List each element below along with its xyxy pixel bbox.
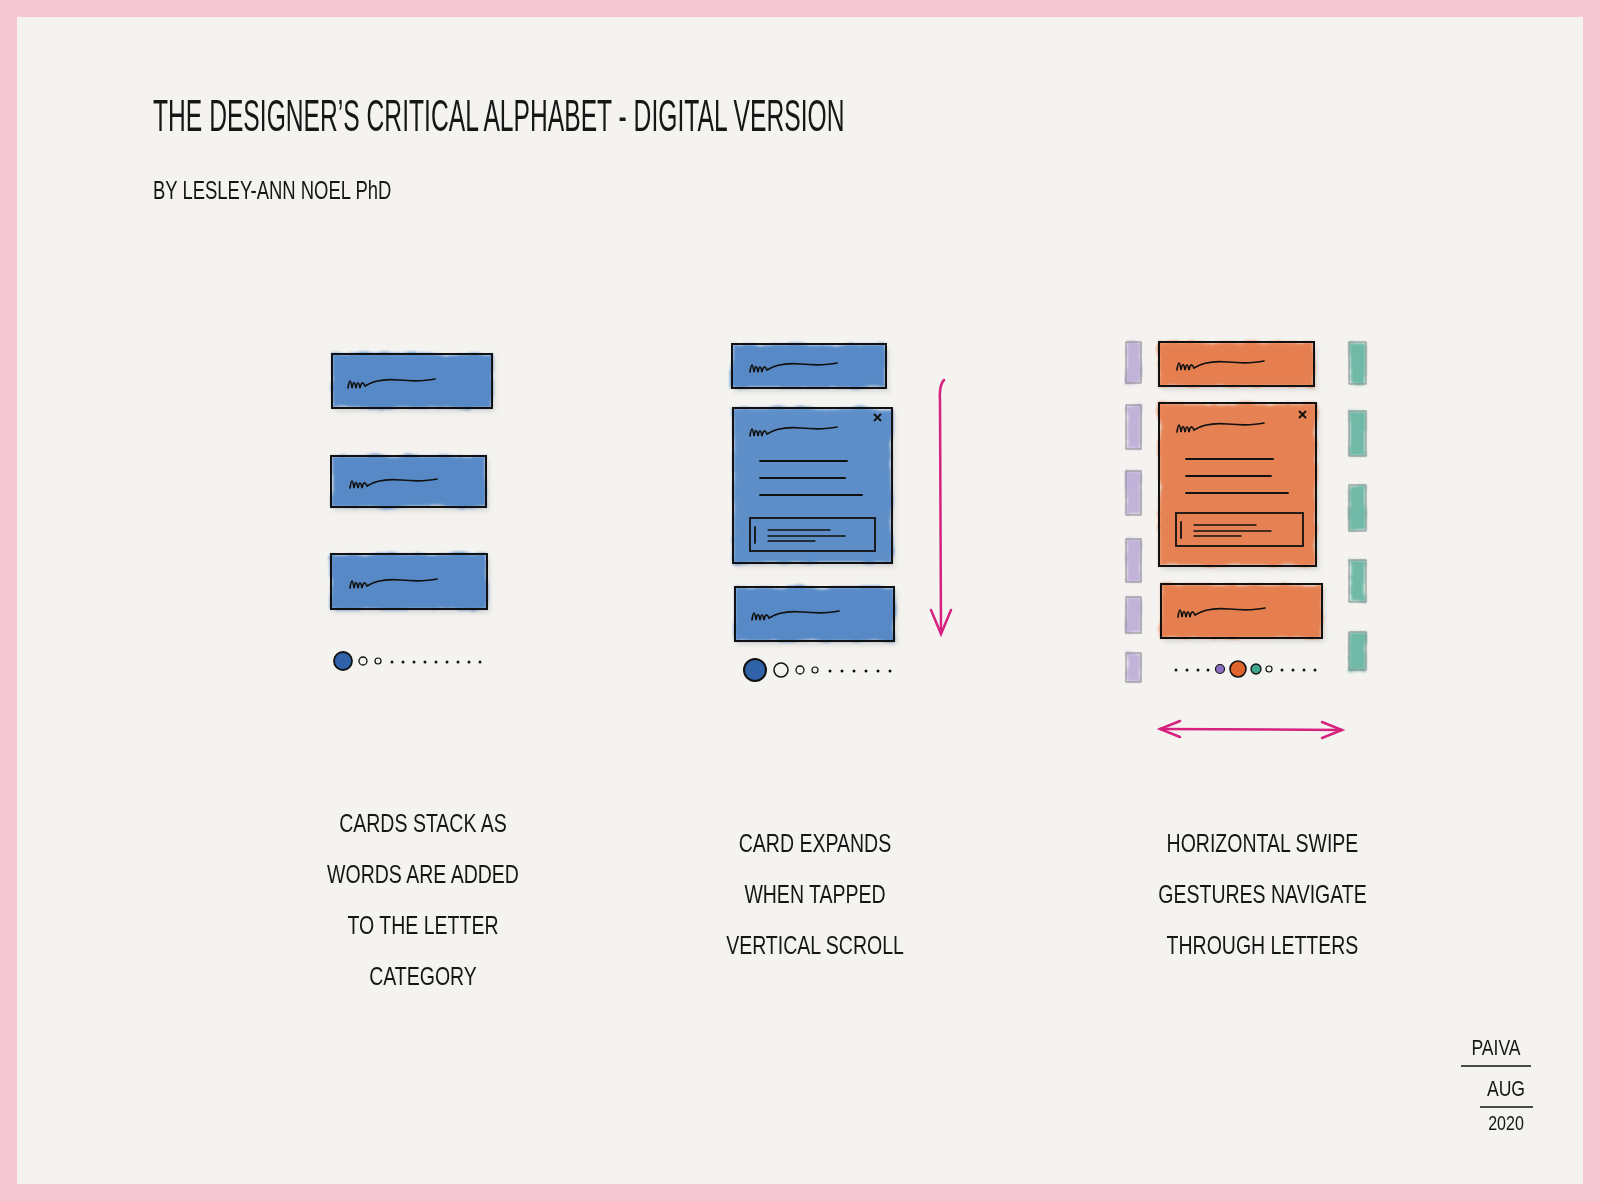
signature-date: 2020 <box>1458 1112 1554 1134</box>
signature-date: AUG <box>1458 1077 1554 1101</box>
close-icon <box>1299 411 1306 418</box>
scroll-arrow <box>931 380 951 634</box>
side-tabs <box>1126 342 1366 682</box>
page-dots <box>334 652 482 670</box>
card <box>732 344 886 388</box>
swipe-arrow <box>1160 721 1342 738</box>
sketch-swipe <box>1126 342 1366 738</box>
card <box>332 354 492 408</box>
card <box>1159 342 1314 386</box>
paper <box>17 17 1583 1184</box>
byline: BY LESLEY-ANN NOEL PhD <box>153 177 391 203</box>
close-icon <box>874 414 881 421</box>
sketch-stacked-cards <box>331 354 495 670</box>
card-expanded <box>733 408 892 563</box>
page-dots <box>1175 661 1317 677</box>
card <box>331 554 487 609</box>
caption: HORIZONTAL SWIPE GESTURES NAVIGATE THROU… <box>1148 818 1377 971</box>
card <box>735 587 894 641</box>
sketch-expanded-card <box>732 344 951 681</box>
caption: CARD EXPANDS WHEN TAPPED VERTICAL SCROLL <box>714 818 917 971</box>
card-expanded <box>1159 403 1316 566</box>
card <box>1161 584 1322 638</box>
page-dots <box>744 659 892 681</box>
signature: PAIVA <box>1448 1036 1544 1060</box>
caption: CARDS STACK AS WORDS ARE ADDED TO THE LE… <box>325 798 522 1002</box>
diagram-title: THE DESIGNER’S CRITICAL ALPHABET - DIGIT… <box>153 94 844 138</box>
card <box>331 456 486 507</box>
